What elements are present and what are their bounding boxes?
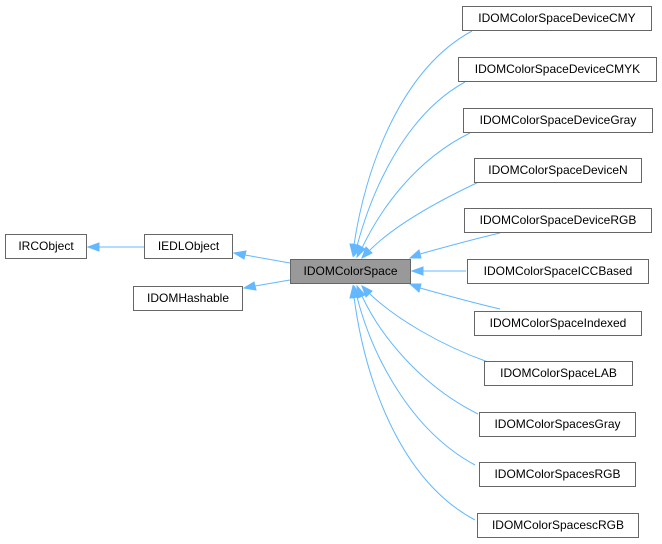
node-idomcolorspacedevicecmy[interactable]: IDOMColorSpaceDeviceCMY	[462, 6, 652, 31]
node-idomcolorspacelab[interactable]: IDOMColorSpaceLAB	[484, 361, 633, 386]
node-ircobject[interactable]: IRCObject	[5, 234, 87, 259]
edge-devicegray-to-idomcolorspace	[356, 132, 471, 259]
edge-iedlobject-to-ircobject	[86, 242, 144, 252]
edge-devicergb-to-idomcolorspace	[408, 232, 501, 259]
node-idomcolorspaceiccbased[interactable]: IDOMColorSpaceICCBased	[467, 259, 649, 284]
node-idomcolorspacedevicergb[interactable]: IDOMColorSpaceDeviceRGB	[464, 208, 652, 233]
edge-idomcolorspace-to-iedlobject	[232, 250, 291, 264]
node-idomcolorspacesgray[interactable]: IDOMColorSpacesGray	[479, 412, 636, 437]
edge-lab-to-idomcolorspace	[361, 284, 489, 363]
node-idomcolorspacedevicegray[interactable]: IDOMColorSpaceDeviceGray	[463, 108, 653, 133]
node-idomcolorspaceindexed[interactable]: IDOMColorSpaceIndexed	[474, 311, 642, 336]
edge-devicecmyk-to-idomcolorspace	[352, 81, 466, 258]
node-idomcolorspacedevicen[interactable]: IDOMColorSpaceDeviceN	[474, 158, 642, 183]
node-idomcolorspace: IDOMColorSpace	[290, 259, 411, 284]
node-idomcolorspacesrgb[interactable]: IDOMColorSpacesRGB	[479, 462, 636, 487]
edge-idomcolorspace-to-idomhashable	[242, 279, 291, 291]
node-idomhashable[interactable]: IDOMHashable	[133, 286, 243, 311]
edge-iccbased-to-idomcolorspace	[410, 266, 466, 276]
node-idomcolorspacedevicecmyk[interactable]: IDOMColorSpaceDeviceCMYK	[458, 57, 657, 82]
edge-indexed-to-idomcolorspace	[408, 283, 501, 310]
node-idomcolorspacescrgb[interactable]: IDOMColorSpacescRGB	[477, 513, 639, 538]
edge-devicecmy-to-idomcolorspace	[349, 30, 473, 258]
edge-devicen-to-idomcolorspace	[361, 179, 484, 260]
node-iedlobject[interactable]: IEDLObject	[144, 234, 233, 259]
edge-scrgb-to-idomcolorspace	[349, 284, 476, 521]
